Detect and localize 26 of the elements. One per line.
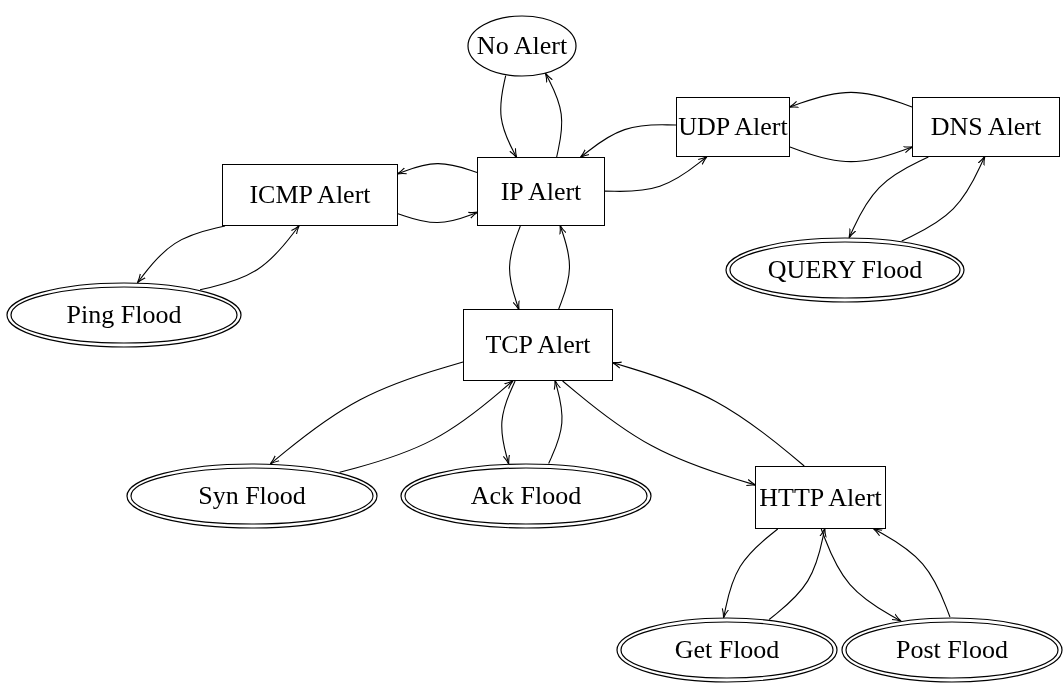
node-label: Syn Flood <box>198 481 306 511</box>
node-label: QUERY Flood <box>767 255 923 285</box>
flood-ellipse <box>126 463 378 529</box>
state-box <box>222 164 398 226</box>
node-label: Ack Flood <box>470 481 582 511</box>
node-label: IP Alert <box>500 176 582 207</box>
state-box <box>477 157 605 226</box>
state-box <box>755 466 886 529</box>
state-box <box>463 309 613 381</box>
node-label: DNS Alert <box>930 112 1042 142</box>
flood-ellipse <box>841 617 1063 683</box>
node-label: UDP Alert <box>678 112 788 142</box>
node-label: Ping Flood <box>66 300 182 330</box>
node-label: ICMP Alert <box>249 180 371 210</box>
state-ellipse <box>467 15 577 77</box>
flood-ellipse <box>616 617 838 683</box>
flood-ellipse <box>725 237 965 303</box>
state-box <box>676 97 790 157</box>
state-box <box>912 97 1060 157</box>
flood-ellipse <box>6 282 242 348</box>
node-label: HTTP Alert <box>759 482 882 513</box>
node-label: No Alert <box>476 31 568 61</box>
flood-ellipse <box>400 463 652 529</box>
node-label: Post Flood <box>896 635 1008 665</box>
node-label: Get Flood <box>674 635 780 665</box>
node-label: TCP Alert <box>485 330 591 360</box>
